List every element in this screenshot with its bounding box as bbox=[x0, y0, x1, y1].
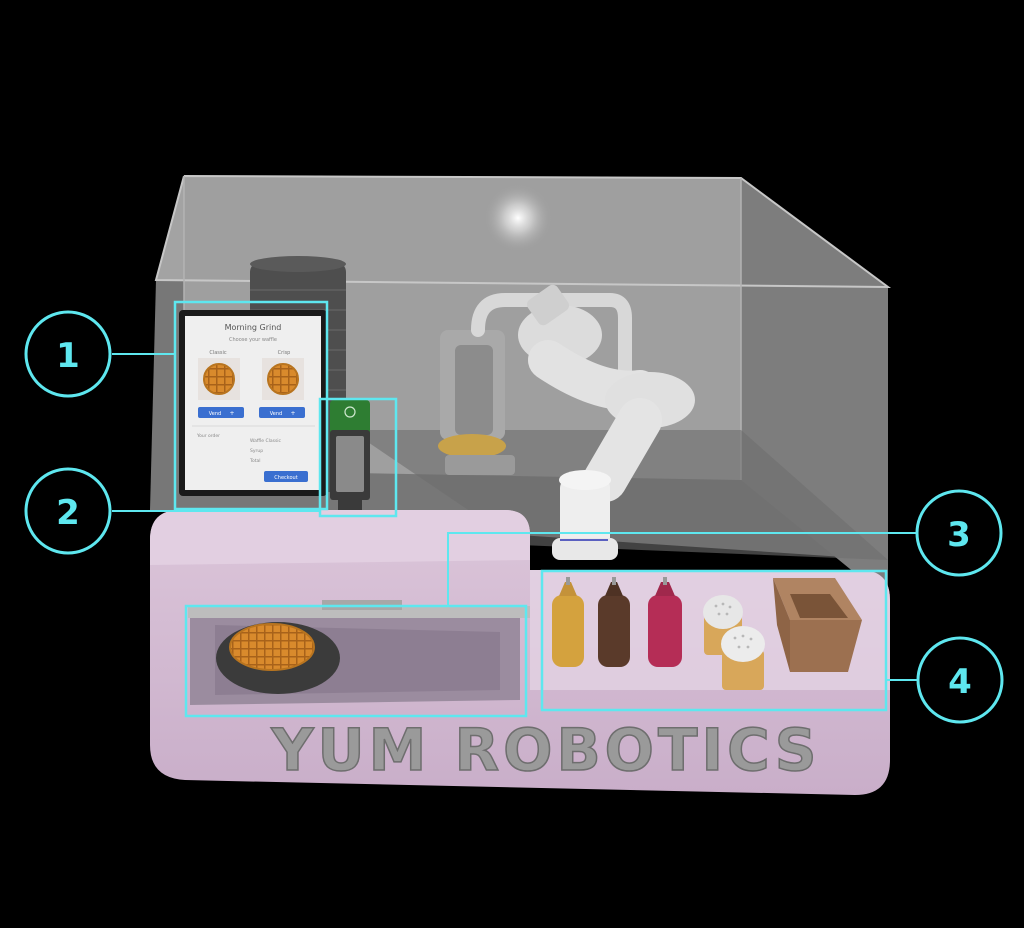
tablet-vend-button-right[interactable] bbox=[259, 407, 305, 418]
tablet-vend-button-left-label: Vend bbox=[209, 411, 221, 417]
highlight-boxes bbox=[173, 300, 888, 718]
callout-number-4: 4 bbox=[948, 662, 972, 702]
tablet-item-right-label: Crisp bbox=[278, 350, 291, 356]
highlight-box-3 bbox=[184, 604, 528, 718]
highlight-box-1 bbox=[173, 300, 329, 511]
tablet-summary-line-3: Total bbox=[249, 458, 261, 464]
toppings-station bbox=[552, 577, 862, 690]
tablet-checkout-button[interactable] bbox=[264, 471, 308, 482]
highlight-box-4 bbox=[540, 569, 888, 712]
shaker-icon bbox=[721, 626, 765, 690]
highlight-box-2 bbox=[318, 397, 398, 518]
callout-2: 2 bbox=[24, 467, 112, 555]
sauce-bottle-icon bbox=[598, 577, 630, 667]
tablet-vend-button-left[interactable] bbox=[198, 407, 244, 418]
sauce-bottle-icon bbox=[552, 577, 584, 667]
tablet-summary-line-2: Syrup bbox=[250, 448, 263, 454]
ceiling-light bbox=[484, 184, 552, 252]
leader-lines bbox=[112, 353, 918, 681]
tablet-vend-button-right-label: Vend bbox=[270, 411, 282, 417]
sauce-bottle-icon bbox=[648, 577, 682, 667]
shaker-icon bbox=[703, 595, 743, 655]
callout-number-1: 1 bbox=[56, 336, 80, 376]
callout-4: 4 bbox=[916, 636, 1004, 724]
waffle-cooking-station bbox=[188, 600, 530, 705]
robot-arm-icon bbox=[471, 284, 695, 560]
serving-box-icon bbox=[773, 578, 862, 672]
tablet-vend-button-left-glyph: + bbox=[229, 410, 234, 417]
callout-1: 1 bbox=[24, 310, 112, 398]
callout-number-3: 3 bbox=[947, 515, 971, 555]
tablet-title: Morning Grind bbox=[225, 323, 282, 332]
tablet: Morning Grind Choose your waffle Classic… bbox=[179, 310, 327, 496]
callout-3: 3 bbox=[915, 489, 1003, 577]
tablet-vend-button-right-glyph: + bbox=[290, 410, 295, 417]
tablet-checkout-label: Checkout bbox=[274, 475, 297, 481]
brand-lettering: YUM ROBOTICS bbox=[270, 716, 820, 784]
callout-number-2: 2 bbox=[56, 493, 80, 533]
waffle-icon bbox=[267, 363, 299, 395]
tablet-summary-line-1: Waffle Classic bbox=[250, 438, 282, 444]
tablet-item-left-label: Classic bbox=[209, 350, 227, 356]
tablet-order-label: Your order bbox=[196, 433, 220, 439]
waffle-maker bbox=[438, 330, 515, 475]
waffle-icon bbox=[203, 363, 235, 395]
tablet-subtitle: Choose your waffle bbox=[229, 337, 277, 343]
waffle-icon bbox=[229, 623, 315, 671]
payment-terminal-icon bbox=[330, 400, 370, 510]
